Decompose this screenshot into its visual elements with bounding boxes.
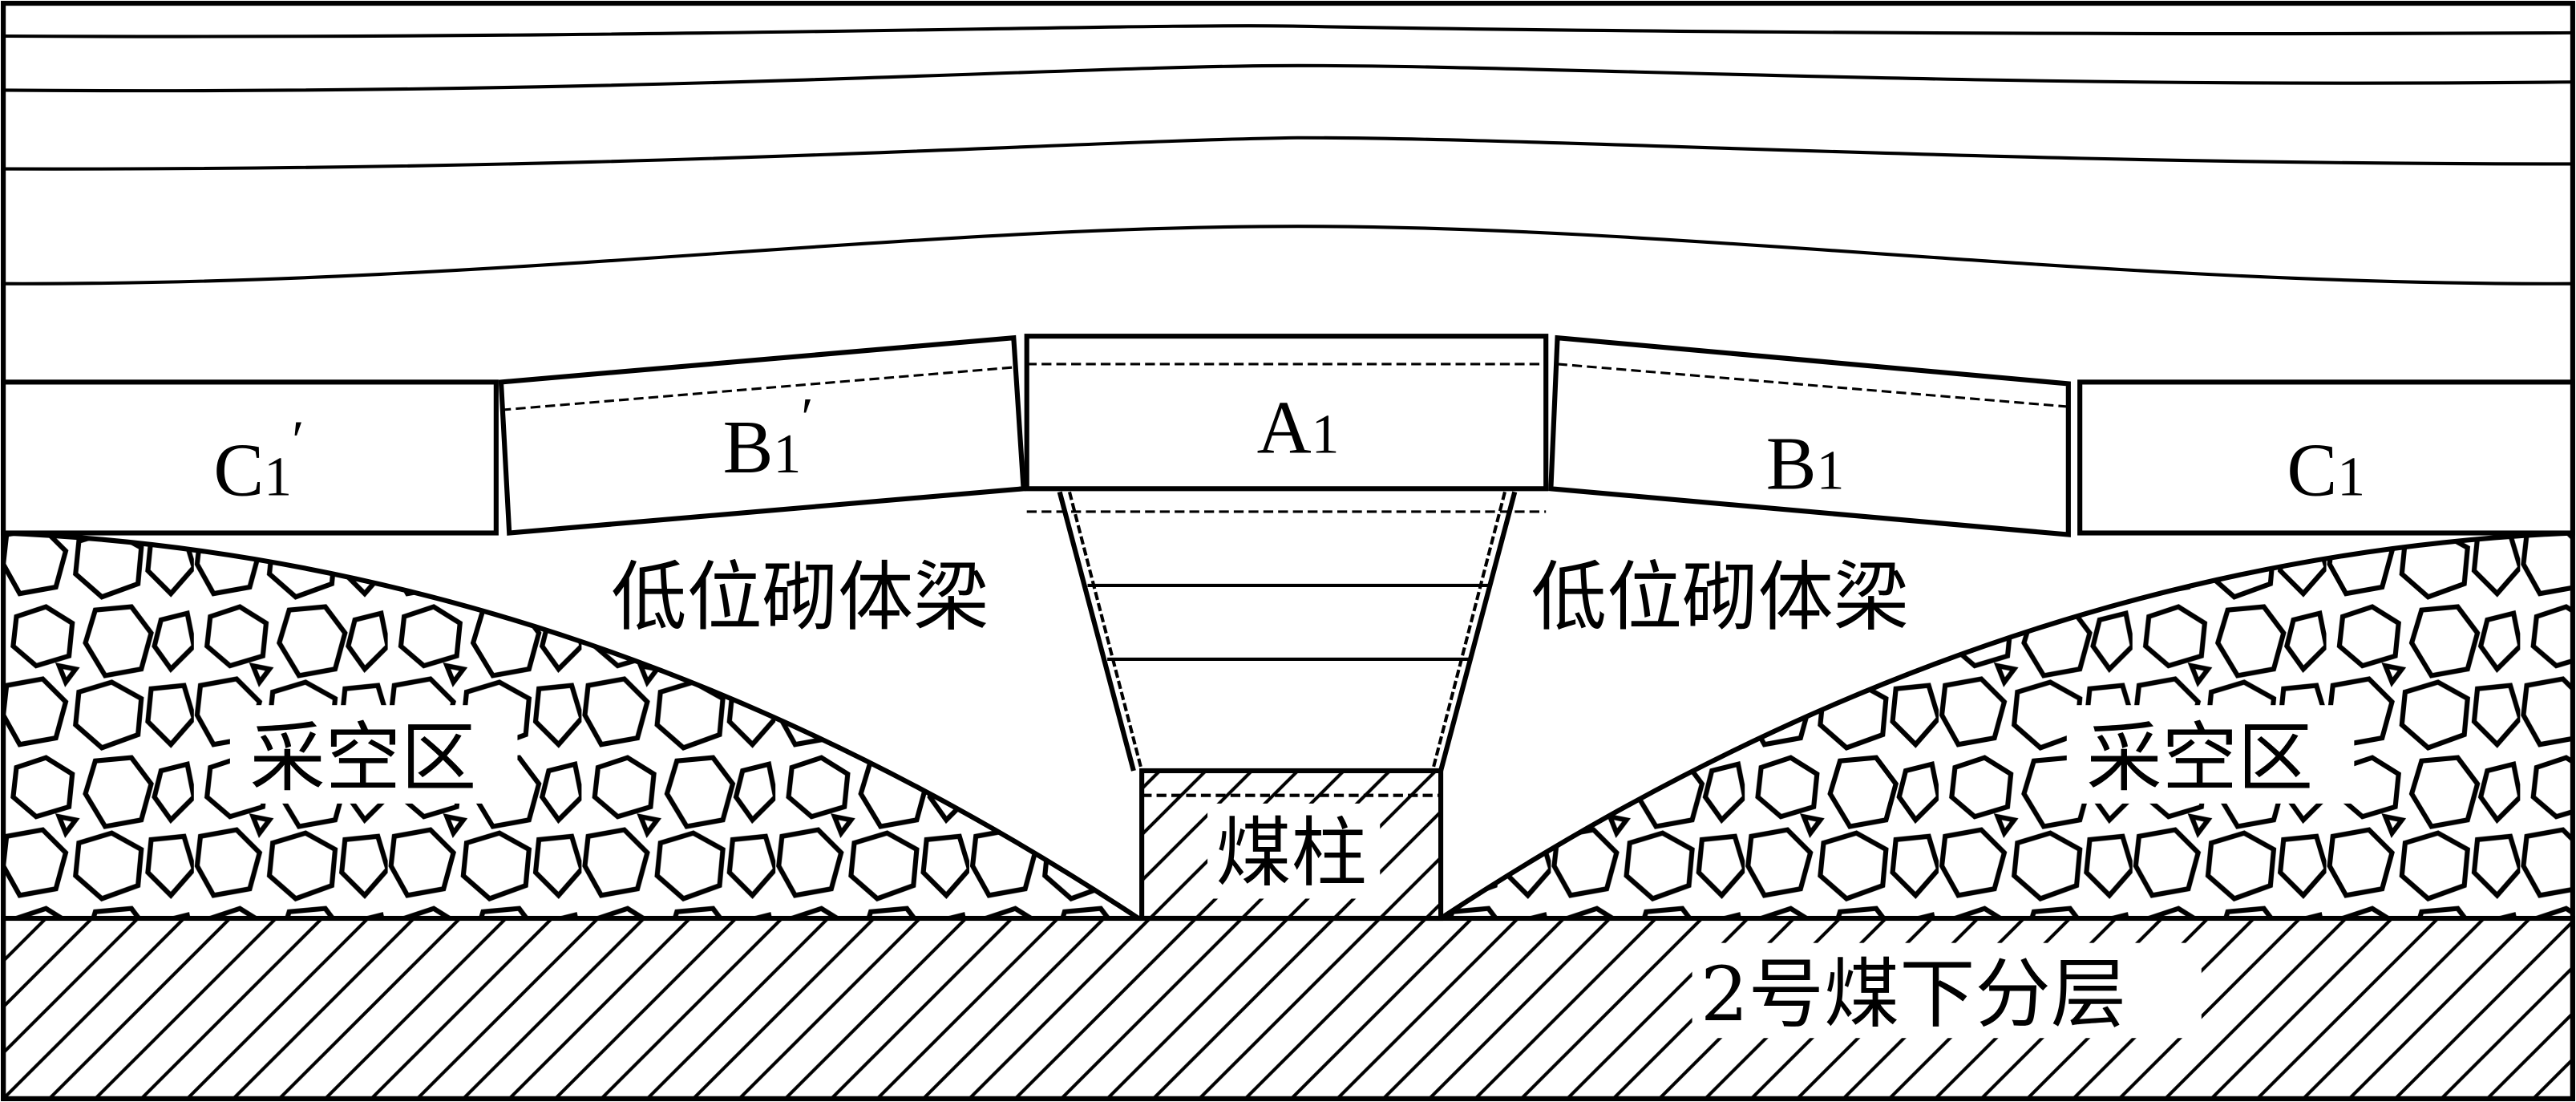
- label-low-masonry-beam-right: 低位砌体梁: [1531, 554, 1909, 642]
- label-goaf-left: 采空区: [249, 715, 476, 802]
- block-a1: [1024, 334, 1549, 492]
- block-c1: [2077, 379, 2575, 536]
- label-b1: B1: [1766, 422, 1845, 505]
- label-a1: A1: [1257, 386, 1340, 469]
- label-goaf-right: 采空区: [2086, 715, 2313, 802]
- block-c1-prime: [1, 379, 499, 536]
- block-b1: [1548, 334, 2071, 537]
- label-b1-prime: B1′: [723, 387, 814, 489]
- pillar-roof-strata: [1057, 491, 1518, 772]
- label-coal-pillar: 煤柱: [1215, 810, 1366, 897]
- label-c1-prime: C1′: [213, 411, 304, 513]
- label-lower-slice: 2号煤下分层: [1700, 951, 2126, 1039]
- block-b1-prime: [498, 334, 1026, 536]
- label-low-masonry-beam-left: 低位砌体梁: [611, 554, 989, 642]
- label-c1: C1: [2287, 429, 2365, 513]
